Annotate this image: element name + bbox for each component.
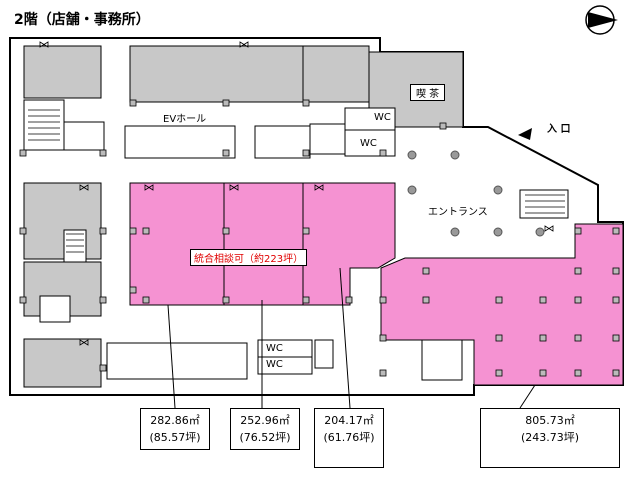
- area-box-1: 282.86㎡ (85.57坪): [140, 408, 210, 450]
- left-core: [23, 99, 105, 323]
- bowtie-marks: [39, 41, 554, 346]
- entrance-arrow-icon: [518, 128, 532, 140]
- area-2-sqm: 252.96㎡: [240, 414, 290, 427]
- entrance-hall-label: エントランス: [428, 207, 488, 218]
- wc-label-4: WC: [266, 359, 283, 370]
- ev-hall-label: EVホール: [163, 114, 207, 125]
- area-2-tsubo: (76.52坪): [239, 431, 291, 444]
- combined-label: 統合相談可（約223坪）: [190, 249, 308, 266]
- pink-dividers: [223, 183, 304, 305]
- page-title: 2階（店舗・事務所）: [14, 12, 150, 28]
- escalator: [525, 194, 565, 214]
- area-4-sqm: 805.73㎡: [525, 414, 575, 427]
- area-1-sqm: 282.86㎡: [150, 414, 200, 427]
- entrance-label: 入 口: [547, 124, 571, 135]
- area-3-tsubo: (61.76坪): [323, 431, 375, 444]
- gray-tenant-areas: [23, 45, 464, 388]
- area-4-tsubo: (243.73坪): [520, 431, 580, 444]
- wc-label-2: WC: [360, 138, 377, 149]
- area-box-4: 805.73㎡ (243.73坪): [480, 408, 620, 468]
- area-3-sqm: 204.17㎡: [324, 414, 374, 427]
- square-columns: [19, 99, 620, 377]
- area-box-2: 252.96㎡ (76.52坪): [230, 408, 300, 450]
- north-arrow-icon: [585, 5, 618, 35]
- wc-label-1: WC: [374, 112, 391, 123]
- area-box-3: 204.17㎡ (61.76坪): [314, 408, 384, 468]
- wc-label-3: WC: [266, 343, 283, 354]
- leader-lines: [167, 267, 536, 409]
- cafe-label: 喫 茶: [410, 84, 446, 101]
- area-1-tsubo: (85.57坪): [149, 431, 201, 444]
- entrance-columns: [407, 150, 545, 237]
